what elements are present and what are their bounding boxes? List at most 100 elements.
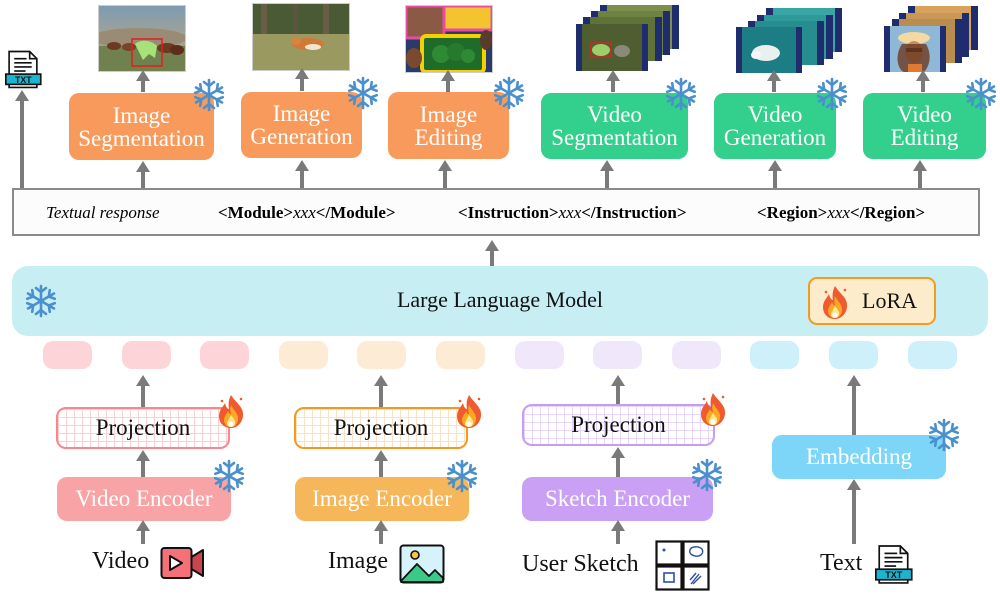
snowflake-icon — [664, 77, 698, 111]
sketch-encoder: Sketch Encoder — [522, 477, 713, 521]
encoder-label: Video Encoder — [75, 486, 213, 511]
arrow-video-input-to-encoder — [136, 520, 150, 544]
fire-icon — [219, 395, 244, 428]
arrow-video-projection-to-tokens — [136, 375, 150, 407]
response-bar: Textual response <Module>xxx</Module> <I… — [12, 188, 980, 236]
image-editing-preview — [405, 5, 493, 73]
region-tag-open: <Region> — [757, 203, 828, 222]
token — [907, 341, 957, 369]
token — [514, 341, 564, 369]
projection-label: Projection — [571, 412, 666, 437]
txt-file-icon — [875, 545, 913, 584]
video-camera-icon — [160, 547, 204, 579]
llm-label: Large Language Model — [396, 287, 604, 312]
token — [200, 341, 250, 369]
token — [829, 341, 878, 369]
token — [357, 341, 407, 369]
module-tag-open: <Module> — [218, 203, 294, 222]
fire-icon — [701, 393, 726, 426]
module-tag-close: </Module> — [315, 203, 396, 222]
arrow-to-video-generation-preview — [767, 70, 781, 92]
module-title-line1: Video — [587, 102, 642, 127]
image-segmentation-preview — [98, 5, 186, 72]
instruction-tag-open: <Instruction> — [458, 203, 559, 222]
arrow-to-image-editing — [438, 160, 452, 188]
video-editing-module: Video Editing — [863, 93, 986, 159]
video-generation-module: Video Generation — [714, 93, 836, 159]
module-title-line1: Image — [419, 101, 478, 127]
encoder-label: Sketch Encoder — [545, 486, 690, 511]
module-title-line1: Image — [272, 101, 331, 126]
sketch-grid-icon — [655, 540, 710, 591]
fire-icon — [823, 286, 848, 319]
embedding-label: Embedding — [805, 444, 913, 469]
module-title-line2: Generation — [723, 125, 827, 150]
module-title-line1: Image — [112, 102, 171, 128]
module-title-line2: Editing — [890, 125, 959, 150]
sketch-projection: Projection — [522, 404, 715, 446]
arrow-to-image-generation-preview — [295, 68, 309, 91]
snowflake-icon — [690, 458, 724, 492]
arrow-image-input-to-encoder — [374, 520, 388, 544]
arrow-llm-to-response — [485, 240, 499, 266]
snowflake-icon — [346, 76, 380, 110]
image-editing-module: Image Editing — [388, 92, 509, 159]
module-title-line2: Segmentation — [551, 125, 678, 150]
module-title-line2: Editing — [414, 124, 483, 150]
arrow-to-image-generation — [295, 160, 309, 188]
arrow-sketch-projection-to-tokens — [611, 375, 625, 404]
module-title-line1: Video — [897, 102, 952, 127]
snowflake-icon — [815, 77, 849, 111]
textual-response-label: Textual response — [46, 203, 160, 222]
video-encoder: Video Encoder — [57, 477, 231, 521]
image-encoder: Image Encoder — [295, 477, 469, 521]
module-title-line2: Generation — [250, 124, 353, 149]
video-segmentation-module: Video Segmentation — [541, 93, 688, 159]
txt-file-icon — [5, 50, 42, 89]
snowflake-icon — [212, 459, 246, 493]
arrow-sketch-encoder-to-projection — [611, 447, 625, 477]
sketch-input-label: User Sketch — [522, 551, 639, 577]
fire-icon — [457, 395, 482, 428]
arrow-sketch-input-to-encoder — [611, 520, 625, 544]
image-segmentation-module: Image Segmentation — [69, 93, 214, 160]
video-projection: Projection — [56, 407, 230, 449]
token — [121, 341, 171, 369]
image-projection: Projection — [294, 407, 468, 449]
embedding: Embedding — [772, 435, 946, 479]
arrow-to-image-segmentation-preview — [136, 70, 150, 92]
snowflake-icon — [492, 76, 526, 110]
video-input-label: Video — [92, 548, 150, 574]
instruction-tag-close: </Instruction> — [581, 203, 687, 222]
token — [750, 341, 800, 369]
token — [671, 341, 721, 369]
region-tag: <Region>xxx</Region> — [757, 203, 925, 223]
text-input-label: Text — [820, 550, 863, 576]
image-generation-module: Image Generation — [241, 92, 362, 158]
arrow-to-video-editing-preview — [916, 70, 930, 92]
snowflake-icon — [192, 78, 226, 112]
token — [436, 341, 485, 369]
token — [43, 341, 92, 369]
large-language-model: Large Language Model LoRA — [12, 266, 988, 336]
arrow-text-input-to-embedding — [847, 479, 861, 544]
image-input-label: Image — [328, 548, 388, 574]
projection-label: Projection — [95, 415, 191, 440]
module-tag-content: xxx — [293, 203, 316, 222]
arrow-image-encoder-to-projection — [374, 450, 388, 477]
projection-label: Projection — [333, 415, 429, 440]
module-title-line2: Segmentation — [78, 125, 205, 151]
region-tag-content: xxx — [827, 203, 851, 222]
arrow-text-output — [15, 90, 29, 188]
snowflake-icon — [964, 77, 998, 111]
arrow-image-projection-to-tokens — [374, 375, 388, 407]
arrow-to-video-segmentation — [600, 160, 614, 188]
lora-label: LoRA — [862, 288, 917, 313]
arrow-to-image-editing-preview — [441, 70, 455, 92]
arrow-to-video-editing — [913, 160, 927, 188]
token — [593, 341, 643, 369]
lora-badge: LoRA — [808, 277, 936, 325]
snowflake-icon — [927, 418, 961, 452]
arrow-to-video-generation — [768, 160, 782, 188]
image-generation-preview — [252, 3, 350, 71]
